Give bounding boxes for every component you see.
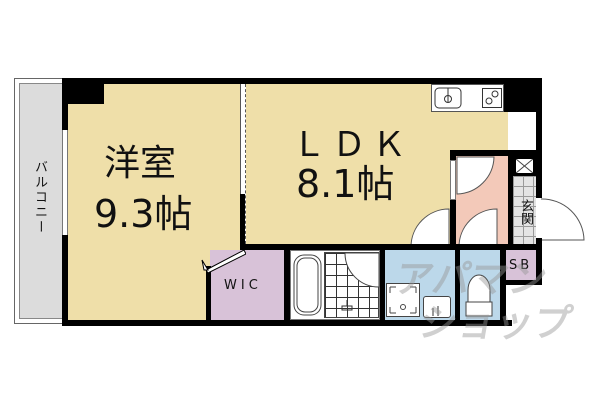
sink-icon (434, 87, 462, 109)
hall-wall-top (450, 150, 542, 156)
genkan (513, 176, 536, 248)
wic-door-icon (201, 249, 246, 274)
wash-basin (423, 296, 451, 318)
wic-wall-left (206, 266, 211, 322)
ldk-wall-right-top (504, 78, 542, 112)
hall-opening (450, 160, 456, 200)
balcony (19, 83, 63, 319)
wash-basin-icon (432, 306, 439, 316)
washing-machine-pan (386, 283, 420, 317)
entrance-door-swing-icon (540, 198, 585, 241)
sliding-door (240, 84, 246, 244)
bath-wall-right (380, 250, 385, 324)
wic-label: WIC (224, 278, 262, 293)
door-swing-icon (410, 208, 450, 248)
hall-wall-left (450, 150, 456, 250)
balcony-label: バルコニー (32, 160, 47, 235)
meter-box-cross-icon (516, 159, 533, 173)
watermark-line2: ショップ (415, 301, 576, 345)
genkan-wall (508, 156, 513, 248)
partition-wall (240, 194, 245, 250)
toilet-wall-right (500, 244, 506, 326)
bathtub-icon (293, 254, 322, 316)
entrance-door[interactable] (536, 198, 542, 238)
stove-icon (482, 88, 502, 108)
wic-wall-top (240, 244, 290, 250)
door-swing-icon (456, 156, 495, 195)
ldk-size: 8.1帖 (296, 162, 395, 206)
toilet-icon (465, 274, 493, 317)
sb-label: SB (509, 258, 533, 273)
balcony-window (62, 130, 68, 235)
bath-door-swing-icon (344, 252, 380, 288)
genkan-label: 玄関 (518, 199, 533, 225)
wash-wall-right (455, 250, 460, 324)
sb-wall-bottom (500, 280, 542, 285)
wet-wall-top (284, 244, 542, 250)
outer-wall-right (536, 78, 542, 238)
door-swing-icon (458, 208, 498, 248)
wic-wall-right (284, 244, 290, 324)
western-room-name: 洋室 (104, 143, 177, 184)
sb-wall-right (536, 238, 542, 285)
outer-wall-top (62, 78, 542, 84)
western-room-size: 9.3帖 (94, 192, 193, 236)
washing-machine-pan-icon (389, 286, 417, 314)
shoe-box (506, 250, 536, 280)
shower-icon (341, 300, 353, 311)
ldk-name: ＬＤＫ (292, 125, 412, 165)
column-top-left-fill (68, 84, 104, 104)
